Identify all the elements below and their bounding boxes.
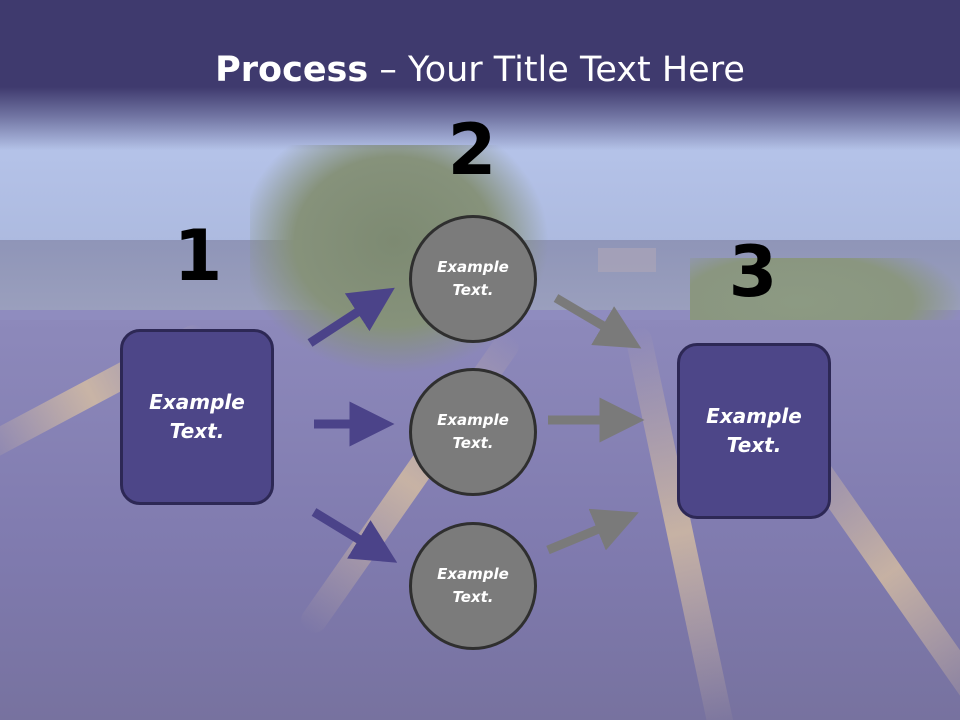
right-process-box[interactable]: Example Text. [677,343,831,519]
process-circle-bottom[interactable]: Example Text. [409,522,537,650]
right-box-line1: Example [706,404,802,428]
arrow-down-right-gray [553,294,642,349]
circle-bottom-line1: Example [437,565,509,583]
left-process-box[interactable]: Example Text. [120,329,274,505]
title-bar [0,0,960,150]
circle-bottom-line2: Text. [452,588,494,606]
left-box-line1: Example [149,390,245,414]
step-number-1: 1 [173,215,223,297]
left-box-line2: Text. [169,419,225,443]
circle-middle-line1: Example [437,411,509,429]
title-bold: Process [215,50,369,90]
right-box-line2: Text. [726,433,782,457]
circle-top-line2: Text. [452,281,494,299]
circle-middle-line2: Text. [452,434,494,452]
slide-title: Process – Your Title Text Here [0,50,960,90]
circle-top-line1: Example [437,258,509,276]
process-circle-top[interactable]: Example Text. [409,215,537,343]
farmhouse [598,248,656,272]
step-number-2: 2 [447,109,497,191]
title-rest: – Your Title Text Here [368,50,745,90]
process-circle-middle[interactable]: Example Text. [409,368,537,496]
arrow-down-right-purple [311,508,398,563]
arrow-up-right-purple [307,287,395,347]
arrow-up-right-gray [546,508,639,555]
step-number-3: 3 [728,231,778,313]
